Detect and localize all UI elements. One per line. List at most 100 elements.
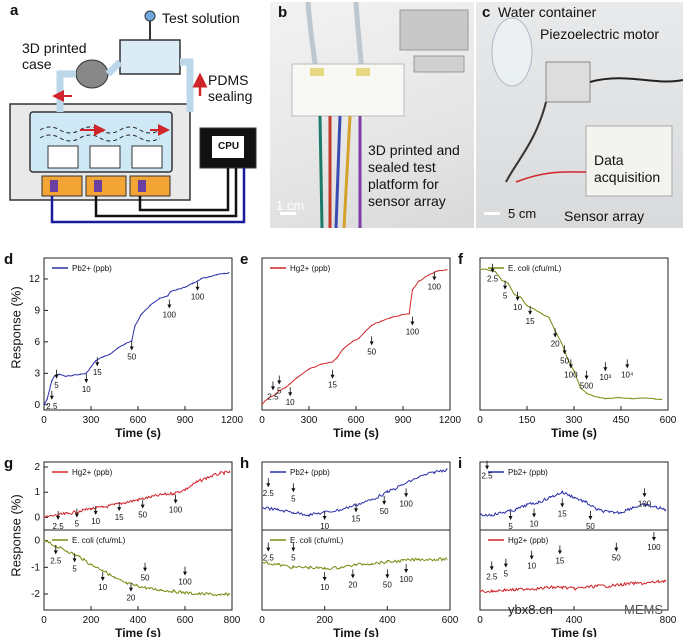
data-point <box>585 501 587 503</box>
annotation-arrowhead <box>529 555 534 560</box>
annotation-label: 10 <box>91 517 100 526</box>
annotation-label: 50 <box>612 554 621 563</box>
annotation-arrowhead <box>129 346 134 351</box>
data-point <box>71 374 73 377</box>
plot-frame-f <box>479 257 669 411</box>
annotation-arrowhead <box>173 499 178 504</box>
annotation-label: 5 <box>277 387 282 396</box>
data-point <box>184 489 186 491</box>
legend-entry: E. coli (cfu/mL) <box>508 264 562 273</box>
x-tick-label: 400 <box>379 615 396 626</box>
y-tick-label: 0 <box>34 512 40 523</box>
annotation-label: 100 <box>638 499 652 508</box>
y-tick-label: 6 <box>34 337 40 348</box>
x-tick-label: 300 <box>566 415 583 426</box>
annotation-arrowhead <box>53 550 58 555</box>
annotation-label: 15 <box>93 368 102 377</box>
data-point <box>514 589 516 591</box>
annotation-label: 100 <box>163 311 177 320</box>
annotation-label: 10 <box>320 522 329 531</box>
annotation-arrowhead <box>528 310 533 315</box>
annotation-arrowhead <box>568 364 573 369</box>
annotation-arrowhead <box>277 380 282 385</box>
data-point <box>324 568 326 570</box>
annotation-label: 20 <box>348 580 357 589</box>
data-point <box>620 584 622 586</box>
data-point <box>149 496 151 498</box>
data-point <box>418 476 420 478</box>
data-point <box>102 355 105 358</box>
annotation-label: 15 <box>526 317 535 326</box>
x-axis-title: Time (s) <box>333 426 379 440</box>
data-point <box>585 392 588 394</box>
annotation-arrowhead <box>195 286 200 291</box>
data-point <box>371 562 373 564</box>
annotation-arrowhead <box>369 341 374 346</box>
data-point <box>598 396 600 398</box>
data-point <box>632 582 634 584</box>
data-point <box>526 504 528 506</box>
annotation-arrowhead <box>270 386 275 391</box>
data-point <box>43 540 45 542</box>
x-tick-label: 1200 <box>439 415 462 426</box>
data-point <box>549 496 552 498</box>
data-point <box>514 509 516 511</box>
annotation-arrowhead <box>56 515 61 520</box>
series-line-i_bot <box>480 579 666 594</box>
annotation-label: 20 <box>551 339 560 348</box>
annotation-label: 15 <box>352 514 361 523</box>
annotation-label: 50 <box>383 580 392 589</box>
x-tick-label: 900 <box>395 415 412 426</box>
annotation-arrowhead <box>404 493 409 498</box>
data-point <box>184 286 186 288</box>
annotation-arrowhead <box>625 364 630 369</box>
data-point <box>592 395 594 397</box>
panel-label-b: b <box>278 4 288 21</box>
data-point <box>538 588 540 590</box>
x-tick-label: 0 <box>477 415 483 426</box>
annotation-label: 2.5 <box>263 554 275 563</box>
cpu-label: CPU <box>218 141 240 152</box>
data-point <box>149 304 152 306</box>
data-point <box>277 509 279 511</box>
data-point <box>655 506 657 508</box>
annotation-arrowhead <box>410 321 415 326</box>
data-point <box>491 590 493 592</box>
data-point <box>113 577 116 579</box>
annotation-label: 5 <box>291 554 296 563</box>
annotation-label: 5 <box>75 519 80 528</box>
annotation-arrowhead <box>485 465 490 470</box>
annotation-label: 5 <box>291 494 296 503</box>
annotation-label: 10 <box>286 398 295 407</box>
legend-entry: Pb2+ (ppb) <box>72 264 112 273</box>
data-point <box>502 511 505 513</box>
data-point <box>43 404 45 406</box>
data-point <box>78 510 80 512</box>
annotation-arrowhead <box>515 296 520 301</box>
data-point <box>308 368 310 370</box>
data-point <box>399 314 401 316</box>
annotation-arrowhead <box>100 577 105 581</box>
annotation-arrowhead <box>584 375 589 380</box>
annotation-label: 50 <box>138 511 147 520</box>
data-point <box>140 314 142 316</box>
annotation-arrowhead <box>266 547 271 552</box>
data-point <box>561 586 563 588</box>
data-point <box>59 373 61 375</box>
x-tick-label: 300 <box>301 415 318 426</box>
annotation-label: 5 <box>503 292 508 301</box>
annotation-label: 10 <box>82 385 91 394</box>
annotation-arrowhead <box>84 378 89 383</box>
annotation-arrowhead <box>642 493 647 498</box>
data-point <box>418 558 420 560</box>
annotation-arrowhead <box>651 537 656 541</box>
data-point <box>137 585 139 587</box>
data-point <box>66 550 69 552</box>
sensor-array-label: Sensor array <box>564 208 645 224</box>
water-container-label: Water container <box>498 4 597 20</box>
annotation-label: 50 <box>380 507 389 516</box>
data-point <box>433 558 435 560</box>
data-point <box>292 511 294 513</box>
panel-label-c: c <box>482 4 491 21</box>
data-point <box>501 279 503 282</box>
